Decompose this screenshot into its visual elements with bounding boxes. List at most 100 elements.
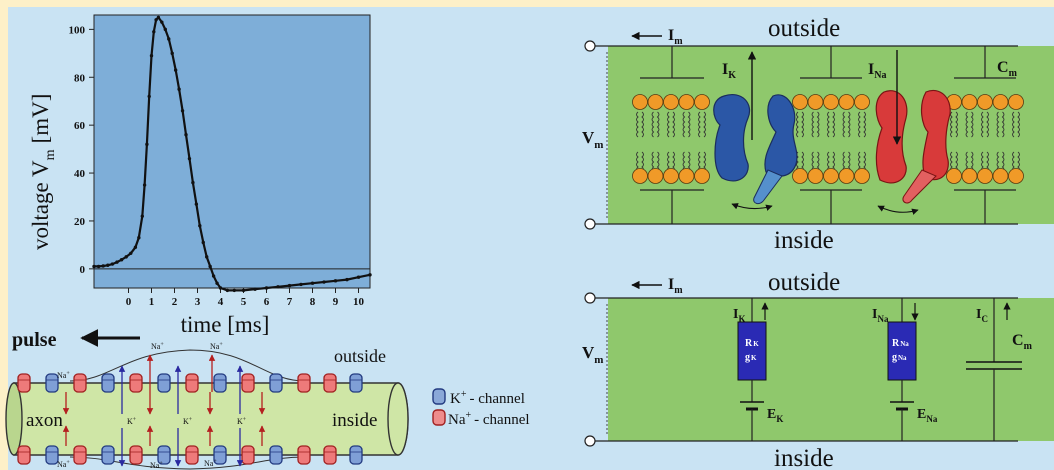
lipid-tail: [1001, 151, 1005, 173]
y-label-main: voltage V: [28, 160, 53, 250]
lipid-tail: [698, 151, 701, 173]
na-ion-label: Na+: [204, 459, 217, 468]
lipid-tail: [863, 151, 866, 173]
lipid-head: [792, 168, 808, 184]
outside-terminal: [584, 40, 596, 52]
data-point: [201, 240, 205, 245]
lipid-tail: [1012, 111, 1015, 138]
lipid-tail: [858, 111, 861, 138]
lipid-head: [838, 94, 855, 110]
lipid-tail: [832, 151, 835, 173]
k-channel: [213, 445, 227, 465]
ion-flow-arrows: [62, 354, 266, 467]
inside-terminal: [584, 435, 596, 447]
x-tick-label: 1: [149, 296, 155, 308]
lipid-tail: [656, 151, 660, 173]
lipid-head: [694, 94, 710, 110]
x-tick-label: 5: [241, 296, 247, 308]
na-ion-label: Na+: [151, 342, 164, 351]
k-channel: [349, 373, 363, 393]
lipid-tail: [672, 111, 675, 138]
na-channel: [17, 373, 31, 393]
y-tick-label: 0: [80, 264, 86, 276]
lipid-head: [823, 168, 839, 184]
na-channel: [73, 373, 87, 393]
inside-label: inside: [774, 227, 834, 254]
x-tick-label: 0: [126, 296, 132, 308]
data-point: [106, 263, 110, 267]
lipid-tail: [970, 151, 974, 173]
lipid-tail: [970, 111, 974, 138]
k-channel-left: [713, 94, 751, 182]
lipid-head: [854, 94, 870, 110]
data-point: [215, 281, 219, 285]
data-point: [232, 288, 236, 293]
lipid-head: [694, 168, 710, 184]
lipid-head: [854, 168, 870, 184]
data-point: [170, 51, 174, 56]
data-point: [96, 264, 101, 269]
data-point: [156, 15, 161, 20]
y-tick-label: 100: [69, 24, 86, 36]
ina-label: INa: [868, 61, 886, 81]
data-point: [124, 255, 128, 259]
lipid-head: [632, 168, 648, 184]
lipid-tail: [863, 111, 866, 138]
lipid-head: [977, 94, 993, 110]
lipid-head: [647, 168, 664, 184]
axon-diagram: pulse outside axon inside Na+ Na+ Na+ Na…: [5, 329, 409, 470]
equivalent-circuit-diagram: Vm outside inside Im IK RK gK EK INa RNa…: [582, 269, 1054, 470]
na-channel: [323, 445, 337, 465]
k-channel: [269, 445, 283, 465]
data-point: [145, 142, 149, 147]
lipid-head: [678, 94, 695, 110]
lipid-tail: [801, 111, 804, 138]
lipid-head: [992, 168, 1009, 184]
lipid-tail: [641, 151, 644, 173]
k-resistor: [737, 321, 767, 381]
lipid-tail: [682, 151, 686, 173]
data-point: [129, 251, 133, 255]
lipid-head: [632, 94, 648, 110]
lipid-tail: [842, 111, 846, 138]
lipid-tail: [687, 151, 691, 173]
cm-label: Cm: [1012, 332, 1033, 352]
lipid-tail: [667, 151, 670, 173]
lipid-tail: [858, 151, 861, 173]
lipid-tail: [847, 111, 851, 138]
data-point: [110, 262, 115, 266]
x-tick-label: 8: [310, 296, 316, 308]
lipid-tail: [667, 111, 670, 138]
outside-label: outside: [768, 269, 840, 296]
k-channel: [45, 445, 59, 465]
membrane-channels: [17, 373, 363, 465]
na-gate-motion-arrow: [877, 205, 919, 215]
k-channel: [349, 445, 363, 465]
lipid-tail: [801, 151, 804, 173]
data-point: [345, 277, 349, 282]
membrane-circuit-diagram: Vm outside inside Im IK INa Cm: [582, 15, 1054, 254]
data-point: [208, 264, 212, 269]
data-point: [149, 54, 154, 58]
lipid-head: [663, 168, 679, 184]
k-channel: [45, 373, 59, 393]
y-label-sub: m: [43, 149, 58, 160]
k-channel: [269, 373, 283, 393]
lipid-tail: [796, 111, 799, 138]
data-point: [333, 279, 338, 283]
x-tick-label: 9: [333, 296, 339, 308]
na-channel: [241, 445, 255, 465]
lipid-tail: [965, 151, 969, 173]
na-resistor: [887, 321, 917, 381]
lipid-head: [678, 168, 695, 184]
x-tick-label: 2: [172, 296, 178, 308]
na-channel: [185, 445, 199, 465]
y-tick-label: 80: [74, 72, 86, 84]
na-channel: [323, 373, 337, 393]
lipid-tail: [986, 111, 989, 138]
na-ion-label: Na+: [57, 460, 70, 469]
x-tick-label: 4: [218, 296, 224, 308]
k-ion-label: K+: [237, 417, 247, 426]
na-ion-label: Na+: [210, 342, 223, 351]
